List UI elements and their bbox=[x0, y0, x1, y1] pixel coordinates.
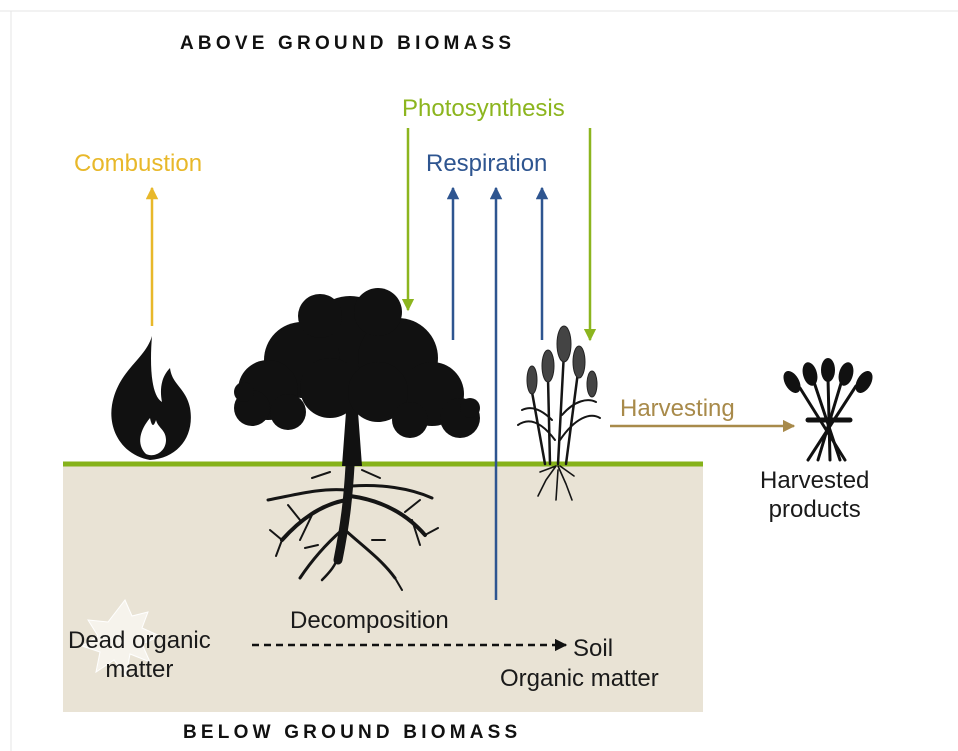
tree-icon bbox=[234, 288, 480, 466]
wheat-bundle-icon bbox=[780, 358, 876, 460]
title-above-ground: ABOVE GROUND BIOMASS bbox=[180, 33, 515, 55]
respiration-label: Respiration bbox=[426, 150, 547, 178]
fire-icon bbox=[111, 336, 191, 460]
decomposition-label: Decomposition bbox=[290, 606, 449, 635]
harvested-products-label: Harvested products bbox=[760, 466, 869, 525]
title-below-ground: BELOW GROUND BIOMASS bbox=[183, 722, 521, 744]
dead-organic-matter-label: Dead organic matter bbox=[68, 626, 211, 685]
harvesting-label: Harvesting bbox=[620, 395, 735, 423]
photosynthesis-label: Photosynthesis bbox=[402, 95, 565, 123]
soil-label: Soil bbox=[573, 634, 613, 663]
soil-organic-matter-label: Organic matter bbox=[500, 664, 659, 693]
combustion-label: Combustion bbox=[74, 150, 202, 178]
